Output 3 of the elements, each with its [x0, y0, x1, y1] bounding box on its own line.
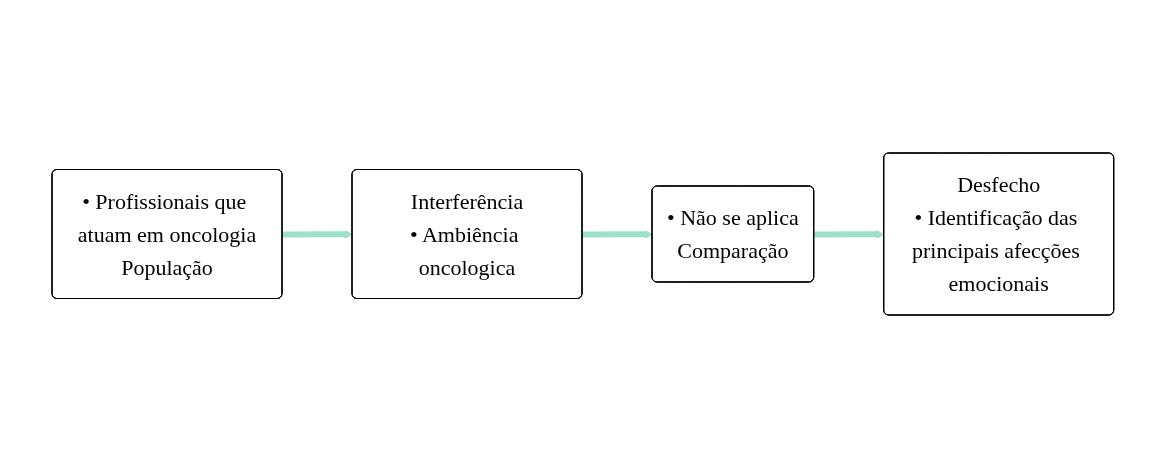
- arrow: [282, 230, 354, 239]
- arrow: [814, 230, 885, 239]
- arrow: [582, 230, 654, 239]
